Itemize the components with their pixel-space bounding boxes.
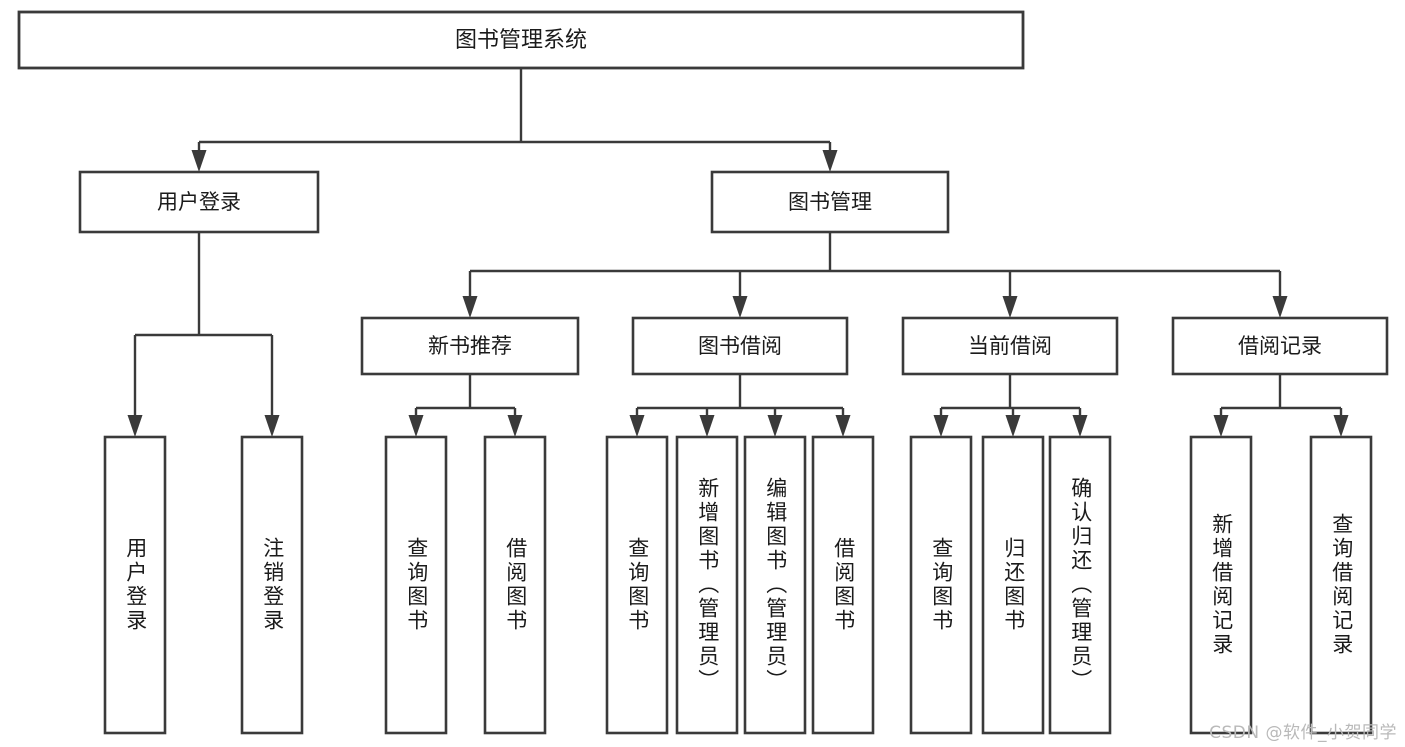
- node-l1-label-用户登录: 用户登录: [157, 190, 241, 214]
- node-l2-label-图书借阅: 图书借阅: [698, 334, 782, 358]
- leaf-box-5-新增图书管理员[interactable]: [675, 435, 739, 735]
- watermark-text: CSDN @软件_小贺同学: [1209, 723, 1397, 743]
- node-l2-label-当前借阅: 当前借阅: [968, 334, 1052, 358]
- leaf-box-6-编辑图书管理员[interactable]: [743, 435, 807, 735]
- root-drop-0-arrowhead: [191, 150, 207, 172]
- node-l2-label-借阅记录: 借阅记录: [1238, 334, 1322, 358]
- group-0-drop-0-arrowhead: [408, 415, 424, 437]
- group-1-drop-1-arrowhead: [699, 415, 715, 437]
- group-2-drop-2-arrowhead: [1072, 415, 1088, 437]
- manage-drop-1-arrowhead: [732, 296, 748, 318]
- group-1-drop-3-arrowhead: [835, 415, 851, 437]
- root-drop-1-arrowhead: [822, 150, 838, 172]
- manage-drop-3-arrowhead: [1272, 296, 1288, 318]
- node-root-label: 图书管理系统: [455, 28, 587, 53]
- leaf-box-8-查询图书[interactable]: [909, 435, 973, 735]
- leaf-box-0-用户登录[interactable]: [103, 435, 167, 735]
- leaf-box-11-新增借阅记录[interactable]: [1189, 435, 1253, 735]
- node-l2-图书借阅[interactable]: [631, 316, 849, 376]
- leaf-box-9-归还图书[interactable]: [981, 435, 1045, 735]
- node-l1-图书管理[interactable]: [710, 170, 950, 234]
- group-3-drop-1-arrowhead: [1333, 415, 1349, 437]
- node-l2-label-新书推荐: 新书推荐: [428, 334, 512, 358]
- leaf-box-7-借阅图书[interactable]: [811, 435, 875, 735]
- node-l1-label-图书管理: 图书管理: [788, 190, 872, 214]
- leaf-box-4-查询图书[interactable]: [605, 435, 669, 735]
- group-3-drop-0-arrowhead: [1213, 415, 1229, 437]
- leaf-box-12-查询借阅记录[interactable]: [1309, 435, 1373, 735]
- manage-drop-0-arrowhead: [462, 296, 478, 318]
- node-l2-当前借阅[interactable]: [901, 316, 1119, 376]
- group-2-drop-0-arrowhead: [933, 415, 949, 437]
- leaf-box-1-注销登录[interactable]: [240, 435, 304, 735]
- node-root-图书管理系统[interactable]: [17, 10, 1025, 70]
- login-drop-0-arrowhead: [127, 415, 143, 437]
- group-0-drop-1-arrowhead: [507, 415, 523, 437]
- node-l2-新书推荐[interactable]: [360, 316, 580, 376]
- leaf-box-10-确认归还管理员[interactable]: [1048, 435, 1112, 735]
- group-1-drop-0-arrowhead: [629, 415, 645, 437]
- leaf-box-2-查询图书[interactable]: [384, 435, 448, 735]
- login-drop-1-arrowhead: [264, 415, 280, 437]
- group-2-drop-1-arrowhead: [1005, 415, 1021, 437]
- leaf-box-3-借阅图书[interactable]: [483, 435, 547, 735]
- manage-drop-2-arrowhead: [1002, 296, 1018, 318]
- group-1-drop-2-arrowhead: [767, 415, 783, 437]
- node-l2-借阅记录[interactable]: [1171, 316, 1389, 376]
